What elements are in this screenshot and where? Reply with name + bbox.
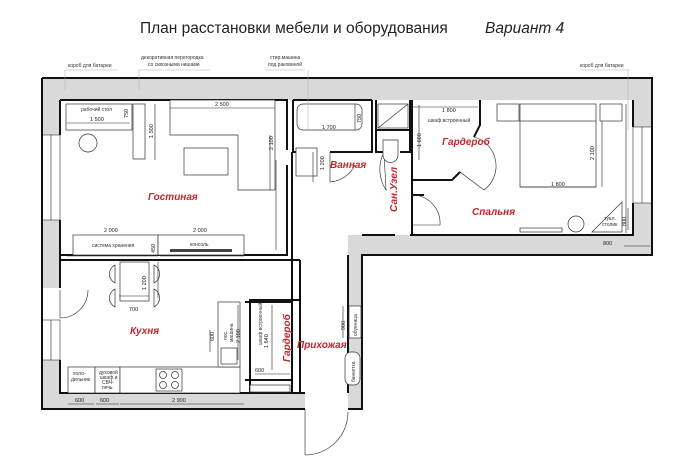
console-d-label: 450 — [151, 244, 157, 253]
fridge-line2-label: дильник — [71, 377, 91, 383]
desk-width-label: 1 500 — [90, 117, 104, 123]
label-kitchen: Кухня — [130, 326, 159, 337]
nightstand — [496, 103, 520, 122]
vanity-table — [591, 201, 623, 233]
partition-len-label: 1 500 — [149, 124, 155, 138]
dishwasher-line1-label: пос. — [223, 331, 229, 340]
bench-label: банкетка — [351, 361, 357, 382]
hall-furniture — [249, 305, 362, 393]
label-bedroom: Спальня — [472, 207, 515, 218]
dishwasher-label: 600 — [210, 332, 216, 341]
shoe-label: 900 — [341, 321, 347, 330]
toilet-icon — [382, 139, 399, 163]
storage-w-label: 2 000 — [104, 228, 118, 234]
desk — [65, 103, 133, 131]
kitchen-furniture — [67, 261, 241, 394]
radiator-box-right-label: короб для батареи — [580, 63, 624, 69]
annotations: короб для батареи декоративная перегород… — [68, 55, 624, 391]
dishwasher-line2-label: машина — [229, 323, 235, 342]
living-furniture — [65, 99, 277, 256]
plan-title: План расстановки мебели и оборудования — [140, 20, 448, 37]
label-wardrobe-hall: Гардероб — [281, 313, 293, 362]
washer-line2-label: под раковиной — [268, 61, 302, 68]
hall-wardrobe-l-label: 1 640 — [264, 334, 270, 348]
corner-sofa — [169, 99, 276, 191]
vanity-line2-label: столик — [602, 222, 618, 228]
wardrobe-d-label: 1 600 — [417, 133, 423, 147]
shoe-rack-label: обувница — [353, 314, 359, 336]
kitchen-side-label: 2 100 — [236, 329, 242, 343]
desk-depth-label: 750 — [124, 109, 130, 118]
table-w-label: 700 — [129, 307, 138, 313]
bathtub — [296, 103, 363, 131]
dimensions: 1 500 750 1 500 2 500 2 100 2 000 2 000 … — [67, 102, 650, 405]
vanity-w-label: 800 — [622, 217, 628, 226]
pouf — [567, 215, 585, 233]
bath-len-label: 1 700 — [322, 125, 336, 131]
table-l-label: 1 200 — [142, 276, 148, 290]
exterior-walls — [41, 77, 653, 410]
kitchen-balcony-door-opening — [42, 288, 60, 320]
hall-wardrobe-d-label: 600 — [255, 368, 264, 374]
tv — [170, 249, 232, 252]
vanity-line1-label: туал. — [604, 216, 616, 222]
label-wardrobe-bedroom: Гардероб — [442, 136, 491, 148]
wardrobe-w-label: 1 800 — [442, 108, 456, 114]
bed — [519, 120, 597, 188]
k1-label: 600 — [75, 398, 84, 404]
window-bedroom — [632, 126, 653, 204]
oven-line2-label: шкаф и — [100, 375, 118, 381]
partition-line2-label: со сквозными нишами — [148, 62, 200, 68]
pillows — [519, 103, 597, 123]
vanity-d-label: 800 — [603, 241, 612, 247]
fridge — [67, 366, 96, 394]
oven-line4-label: печь — [102, 385, 113, 391]
nightstand — [599, 103, 623, 122]
sofa-width-label: 2 500 — [215, 102, 229, 108]
bench — [344, 351, 361, 386]
bath-w-label: 750 — [357, 114, 363, 123]
label-hall: Прихожая — [297, 340, 347, 351]
oven-line1-label: духовой — [99, 369, 118, 376]
partition-line1-label: декоративная перегородка — [141, 55, 204, 61]
tv-bedroom — [519, 227, 563, 233]
label-bath: Ванная — [330, 160, 366, 171]
bed-l-label: 2 100 — [590, 146, 596, 160]
washer-line1-label: стир.машина — [270, 55, 301, 61]
label-wc: Сан.Узел — [389, 166, 400, 212]
console-w-label: 2 000 — [193, 228, 207, 234]
kitchen-sink — [220, 347, 238, 365]
builtin-wardrobe-bedroom-label: шкаф встроенный — [428, 117, 470, 124]
desk-label: рабочий стол — [81, 106, 112, 113]
coffee-table — [183, 147, 229, 176]
k2-label: 600 — [100, 398, 109, 404]
bath-furniture — [295, 103, 409, 177]
decorative-partition — [132, 103, 146, 160]
variant-label: Вариант 4 — [485, 20, 565, 37]
label-living: Гостиная — [148, 192, 198, 203]
bed-w-label: 1 800 — [551, 182, 565, 188]
bath-room-label: 1 200 — [320, 156, 326, 170]
bedroom-furniture — [496, 103, 627, 233]
storage-label: система хранения — [92, 243, 135, 249]
chair — [78, 133, 98, 153]
radiator-box-left-label: короб для батареи — [68, 63, 112, 69]
dining-table — [119, 261, 150, 302]
oven-line3-label: СВЧ- — [102, 380, 114, 386]
console-label: консоль — [190, 242, 209, 248]
shoe-rack — [348, 305, 362, 339]
builtin-wardrobe-hall-label: шкаф встроенный — [257, 303, 264, 345]
doors — [59, 136, 497, 456]
k3-label: 2 900 — [172, 398, 186, 404]
hob — [155, 368, 183, 392]
sink — [295, 147, 318, 177]
sofa-len-label: 2 100 — [269, 136, 275, 150]
fridge-line1-label: холо- — [73, 371, 86, 377]
